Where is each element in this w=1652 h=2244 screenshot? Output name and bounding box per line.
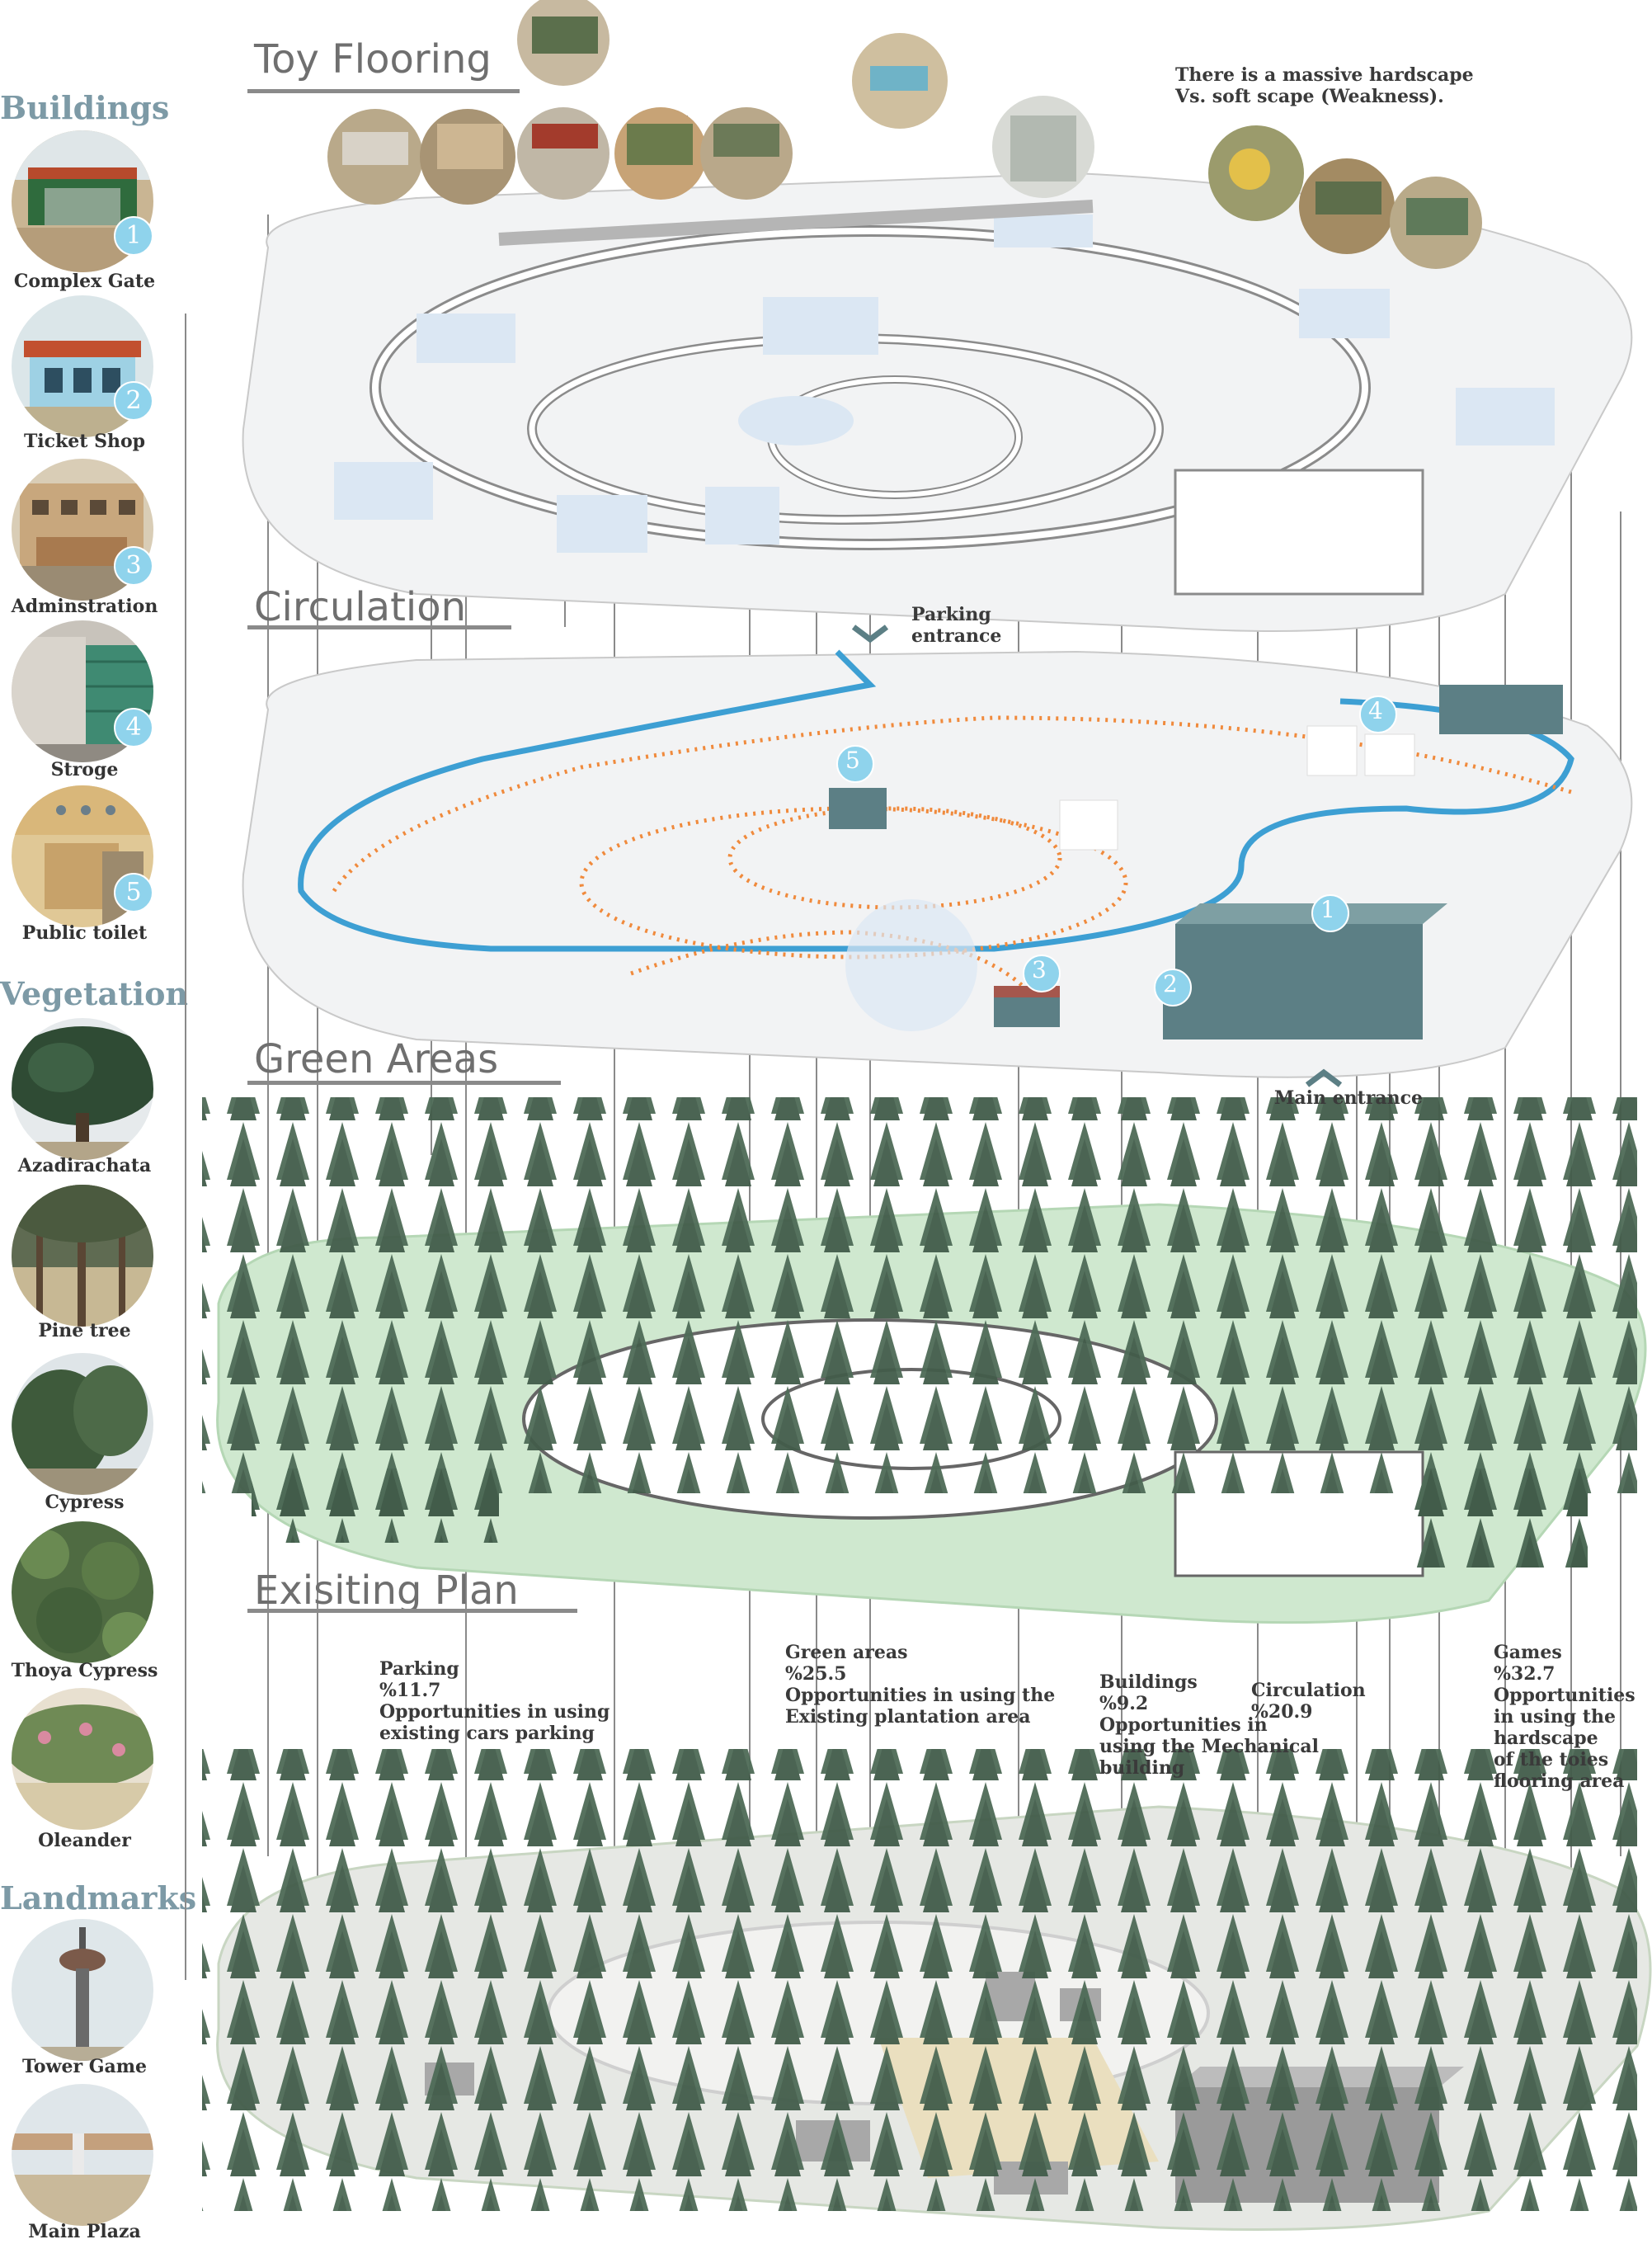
- oleander-label: Oleander: [38, 1830, 131, 1851]
- legend-sidebar: Buildings 1 Complex Gate 2 Ticket Shop 3…: [0, 0, 197, 2244]
- circulation-number-2: 2: [1163, 970, 1178, 997]
- vegetation-heading: Vegetation: [0, 975, 189, 1012]
- main-entrance-arrow-icon: [1305, 1068, 1343, 1087]
- tower-photo-icon: [12, 1919, 153, 2061]
- tower-game-label: Tower Game: [21, 2056, 148, 2077]
- toilet-photo-icon: [12, 785, 153, 927]
- ticket-shop-label: Ticket Shop: [23, 431, 146, 452]
- title-underline: [247, 1081, 561, 1085]
- public-toilet-label: Public toilet: [21, 922, 148, 944]
- circulation-number-badges: [836, 695, 1397, 1006]
- circulation-number-3: 3: [1032, 956, 1047, 983]
- pine-tree-label: Pine tree: [38, 1320, 131, 1341]
- toy-flooring-layer: [242, 172, 1633, 632]
- green-areas-stat: Green areas %25.5 Opportunities in using…: [785, 1642, 1056, 1728]
- main-entrance-label: Main entrance: [1274, 1087, 1424, 1109]
- tree-photo-icon: [12, 1018, 153, 1160]
- circulation-number-5: 5: [845, 747, 860, 774]
- circulation-number-4: 4: [1368, 697, 1383, 724]
- buildings-heading: Buildings: [0, 89, 170, 126]
- hardscape-note: There is a massive hardscape Vs. soft sc…: [1175, 64, 1474, 107]
- plaza-photo-icon: [12, 2084, 153, 2226]
- building-number-badge: 1: [114, 216, 153, 256]
- toy-flooring-title: Toy Flooring: [254, 36, 492, 82]
- existing-plan-layer: [202, 1749, 1652, 2231]
- circulation-title: Circulation: [254, 584, 467, 630]
- games-stat: Games %32.7 Opportunities in using the h…: [1494, 1642, 1636, 1792]
- building-number-badge: 5: [114, 873, 153, 912]
- azadirachata-label: Azadirachata: [17, 1155, 152, 1176]
- existing-plan-title: Exisiting Plan: [254, 1568, 519, 1614]
- building-number-badge: 4: [114, 708, 153, 747]
- circulation-number-1: 1: [1320, 896, 1335, 923]
- toy-photo-circles: [327, 0, 1482, 269]
- cypress-label: Cypress: [45, 1492, 125, 1513]
- circulation-layer: [242, 625, 1633, 1087]
- green-areas-title: Green Areas: [254, 1036, 499, 1082]
- storage-label: Stroge: [50, 759, 119, 780]
- building-number-badge: 3: [114, 546, 153, 586]
- building-number-badge: 2: [114, 381, 153, 421]
- parking-stat: Parking %11.7 Opportunities in using exi…: [379, 1658, 610, 1744]
- layers-drawing: [185, 0, 1652, 2231]
- parking-entrance-label: Parking entrance: [911, 604, 1002, 647]
- main-plaza-label: Main Plaza: [28, 2221, 141, 2242]
- oleander-photo-icon: [12, 1688, 153, 1830]
- shrub-photo-icon: [12, 1521, 153, 1663]
- title-underline: [247, 1609, 577, 1613]
- circulation-stat: Circulation %20.9: [1251, 1680, 1366, 1723]
- complex-gate-label: Complex Gate: [13, 271, 156, 292]
- pine-photo-icon: [12, 1185, 153, 1327]
- green-areas-layer: [202, 1097, 1647, 1624]
- thoya-cypress-label: Thoya Cypress: [11, 1660, 158, 1681]
- administration-label: Adminstration: [11, 596, 158, 617]
- cypress-photo-icon: [12, 1353, 153, 1495]
- buildings-stat: Buildings %9.2 Opportunities in using th…: [1099, 1671, 1319, 1779]
- exploded-site-diagram: Toy Flooring Circulation Green Areas Exi…: [169, 0, 1652, 2244]
- title-underline: [247, 625, 511, 629]
- landmarks-heading: Landmarks: [0, 1879, 197, 1916]
- parking-entrance-arrow-icon: [851, 625, 889, 644]
- title-underline: [247, 89, 520, 93]
